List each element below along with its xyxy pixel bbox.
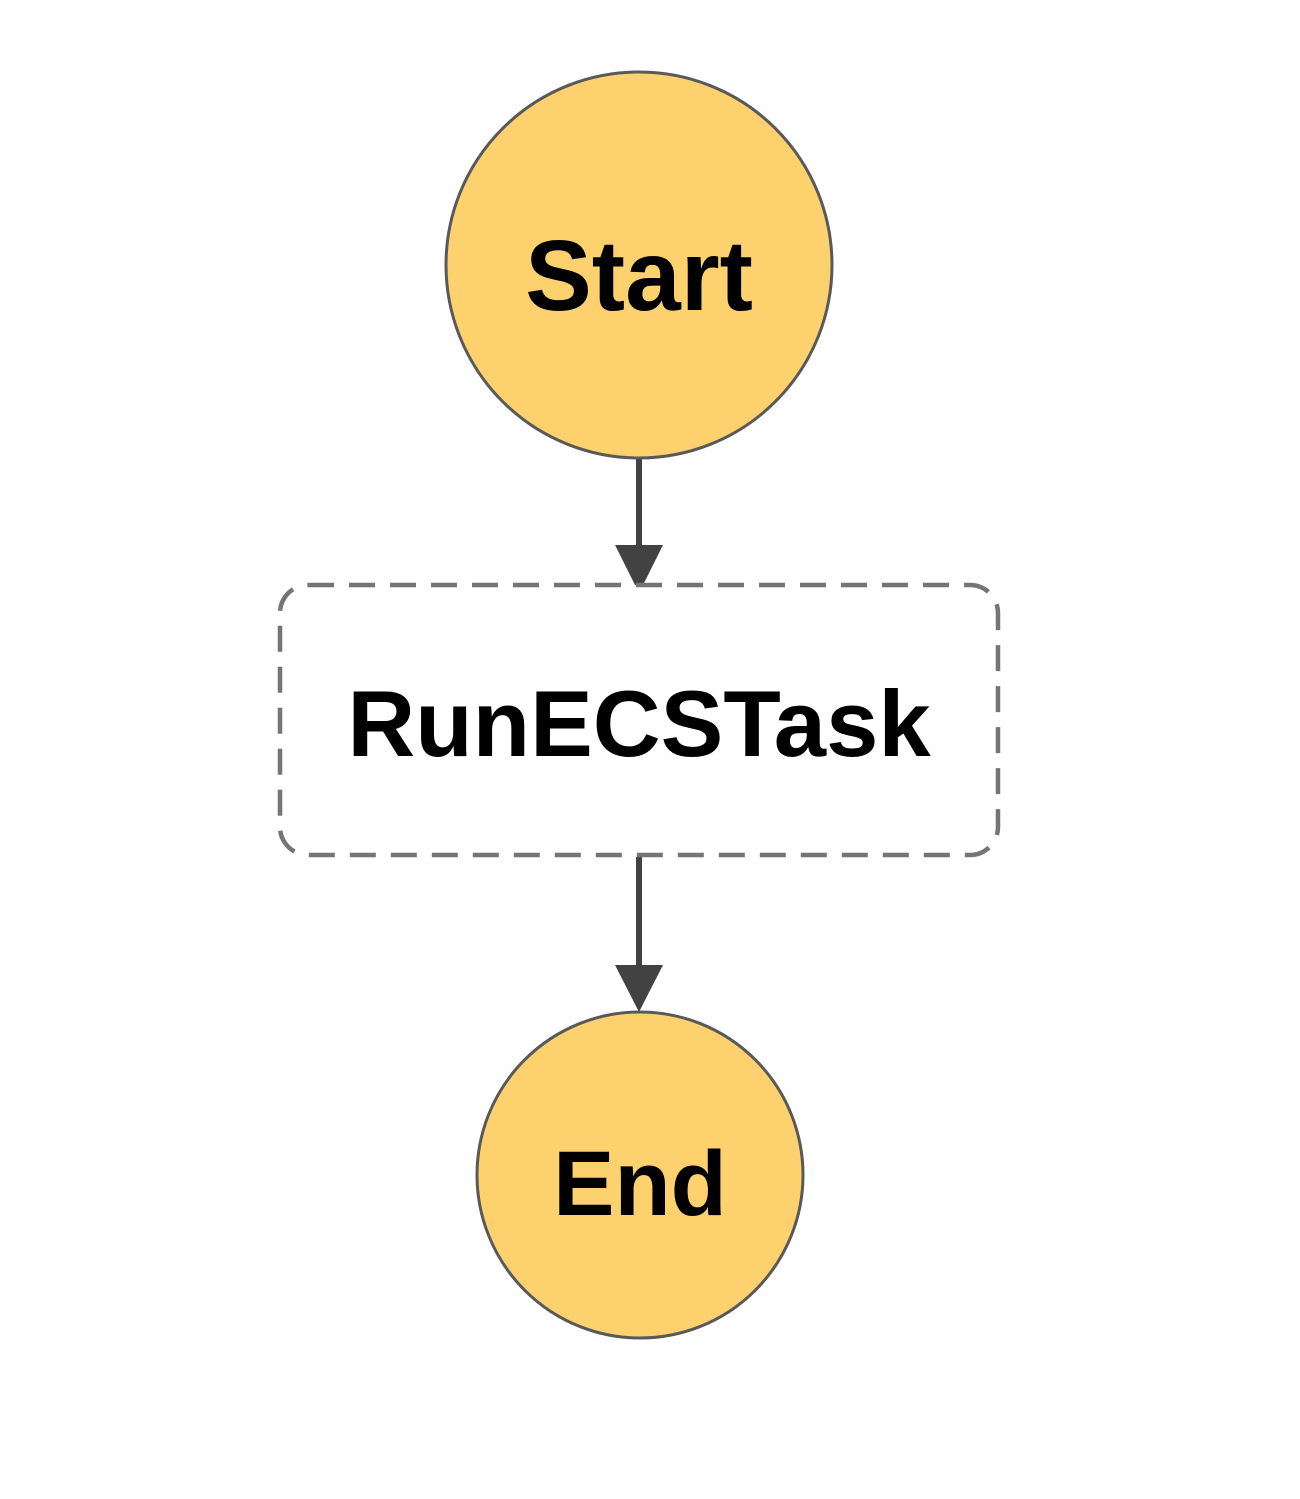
task-node[interactable]: RunECSTask (277, 582, 1001, 858)
end-node: End (475, 1010, 805, 1340)
arrowhead-icon (615, 965, 663, 1012)
task-node-label: RunECSTask (347, 671, 931, 776)
end-node-label: End (553, 1133, 727, 1235)
start-node-label: Start (525, 220, 753, 332)
end-node-circle (475, 1010, 805, 1340)
edge-start-to-task (615, 459, 663, 593)
start-node-circle (444, 70, 834, 460)
edge-task-to-end (615, 857, 663, 1012)
task-node-rect[interactable] (277, 582, 1001, 858)
arrowhead-icon (615, 545, 663, 593)
start-node: Start (444, 70, 834, 460)
